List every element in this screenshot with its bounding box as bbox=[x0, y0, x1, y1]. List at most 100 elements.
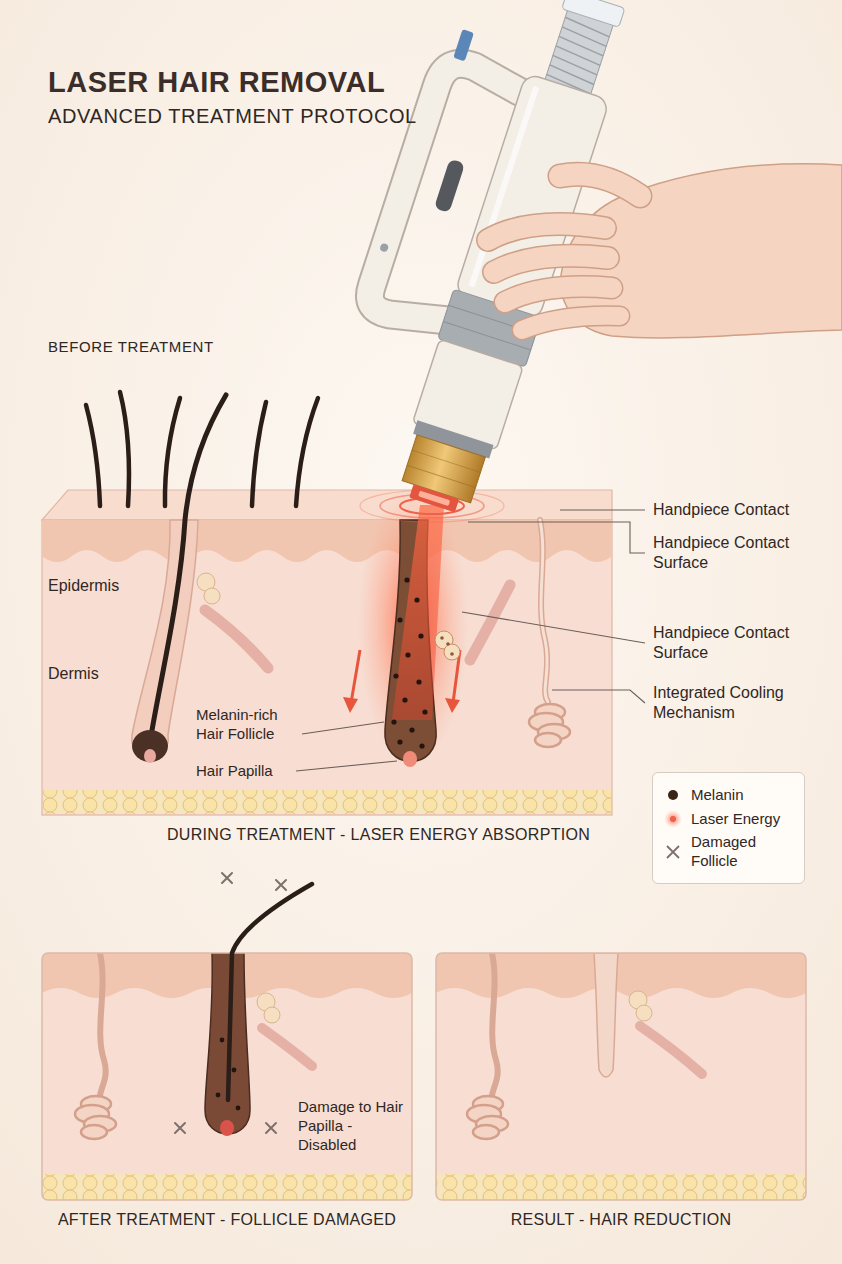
sebaceous-gland bbox=[264, 1007, 280, 1023]
arrector-muscle bbox=[205, 610, 268, 668]
legend-label: Melanin bbox=[691, 786, 744, 805]
gland-dot bbox=[446, 642, 450, 646]
epidermis-layer bbox=[42, 520, 612, 562]
gland-dot bbox=[440, 636, 444, 640]
melanin-dot bbox=[216, 1093, 221, 1098]
result-skin bbox=[436, 953, 806, 1200]
legend-row: Laser Energy bbox=[663, 809, 794, 829]
laser-symbol-core bbox=[670, 816, 676, 822]
gland-coil bbox=[473, 1125, 499, 1139]
panel-node: DURING TREATMENT - LASER ENERGY ABSORPTI… bbox=[42, 490, 612, 850]
cable-cap bbox=[562, 0, 625, 27]
damage-symbol bbox=[667, 846, 679, 858]
arrow-head bbox=[445, 698, 460, 713]
hair-bulb bbox=[132, 730, 168, 762]
melanin-dot bbox=[232, 1068, 237, 1073]
sweat-gland bbox=[467, 1096, 508, 1139]
fat-layer bbox=[42, 1174, 412, 1200]
melanin-dot bbox=[416, 679, 421, 684]
hair bbox=[86, 405, 100, 506]
panel-node: RESULT - HAIR REDUCTION bbox=[436, 953, 806, 1238]
leader-line bbox=[552, 690, 645, 703]
arrector-muscle bbox=[470, 585, 510, 660]
legend-row: Damaged Follicle bbox=[663, 833, 794, 871]
damage-x bbox=[175, 1123, 185, 1133]
laser-symbol bbox=[664, 810, 682, 828]
hair-papilla bbox=[220, 1120, 234, 1136]
callout-label: Handpiece Contact bbox=[653, 500, 828, 520]
leader-line bbox=[296, 761, 397, 771]
energy-arrow bbox=[351, 650, 360, 703]
dermis-layer bbox=[42, 520, 612, 815]
leader-line bbox=[302, 722, 384, 734]
legend-row: Melanin bbox=[663, 785, 794, 805]
gland-coil bbox=[81, 1125, 107, 1139]
legend-box: MelaninLaser EnergyDamaged Follicle bbox=[652, 772, 805, 884]
sweat-duct bbox=[540, 520, 548, 702]
finger-outline bbox=[488, 224, 605, 240]
legend-swatch bbox=[663, 785, 683, 805]
leader-lines bbox=[296, 510, 645, 771]
hair bbox=[296, 398, 318, 506]
arrector-muscle bbox=[262, 1028, 312, 1066]
arrow-head bbox=[343, 697, 358, 713]
finger bbox=[488, 224, 605, 240]
melanin-dot bbox=[422, 709, 427, 714]
window-glint bbox=[418, 491, 450, 507]
melanin-dot bbox=[220, 1038, 225, 1043]
sebaceous-gland bbox=[204, 588, 220, 604]
fat-layer bbox=[436, 1174, 806, 1200]
melanin-dot bbox=[391, 719, 396, 724]
finger bbox=[494, 256, 608, 272]
finger-outline bbox=[505, 287, 612, 302]
legend-swatch bbox=[663, 809, 683, 829]
callout-label: Handpiece Contact Surface bbox=[653, 533, 828, 573]
panel-caption: RESULT - HAIR REDUCTION bbox=[511, 1211, 732, 1229]
arrector-muscle bbox=[640, 1026, 702, 1074]
damage-x bbox=[222, 873, 232, 883]
panel-caption: AFTER TREATMENT - FOLLICLE DAMAGED bbox=[58, 1211, 396, 1229]
legend-swatch bbox=[663, 842, 683, 862]
melanin-dot bbox=[418, 633, 423, 638]
callout-label: Handpiece Contact Surface bbox=[653, 623, 828, 663]
operator-hand bbox=[488, 164, 842, 338]
melanin-dot bbox=[419, 743, 424, 748]
laser-beam bbox=[392, 505, 444, 720]
screw bbox=[379, 243, 389, 253]
callout-label: Integrated Cooling Mechanism bbox=[653, 683, 828, 723]
treatment-window bbox=[409, 484, 459, 512]
sebaceous-gland bbox=[444, 644, 460, 660]
finger bbox=[522, 316, 620, 330]
leader-line bbox=[560, 509, 645, 510]
leader-line bbox=[462, 612, 645, 643]
thumb bbox=[560, 174, 640, 196]
melanin-dot bbox=[414, 597, 419, 602]
after-panel bbox=[42, 873, 412, 1200]
finger bbox=[505, 287, 612, 302]
sebaceous-gland bbox=[636, 1005, 652, 1021]
gland-dot bbox=[450, 652, 454, 656]
hair-papilla bbox=[144, 749, 156, 763]
finger-outline bbox=[522, 316, 620, 330]
result-panel bbox=[436, 953, 806, 1200]
hair bbox=[252, 402, 266, 506]
contact-ripple bbox=[360, 490, 504, 522]
sweat-gland bbox=[75, 1096, 116, 1139]
subtitle: ADVANCED TREATMENT PROTOCOL bbox=[48, 104, 417, 129]
trigger bbox=[434, 159, 465, 213]
panel-outline bbox=[436, 953, 806, 1200]
melanin-dot bbox=[236, 1106, 241, 1111]
hair-follicle bbox=[132, 520, 198, 756]
melanin-dot bbox=[397, 739, 402, 744]
damage-x bbox=[266, 1123, 276, 1133]
dermis-layer bbox=[436, 953, 806, 1200]
part-label: Melanin-rich Hair Follicle bbox=[196, 706, 306, 744]
melanin-dot bbox=[405, 652, 410, 657]
hair-papilla bbox=[403, 751, 417, 767]
diagram-title: LASER HAIR REMOVAL bbox=[48, 66, 385, 99]
hair bbox=[165, 398, 180, 506]
melanin-symbol bbox=[668, 790, 678, 800]
